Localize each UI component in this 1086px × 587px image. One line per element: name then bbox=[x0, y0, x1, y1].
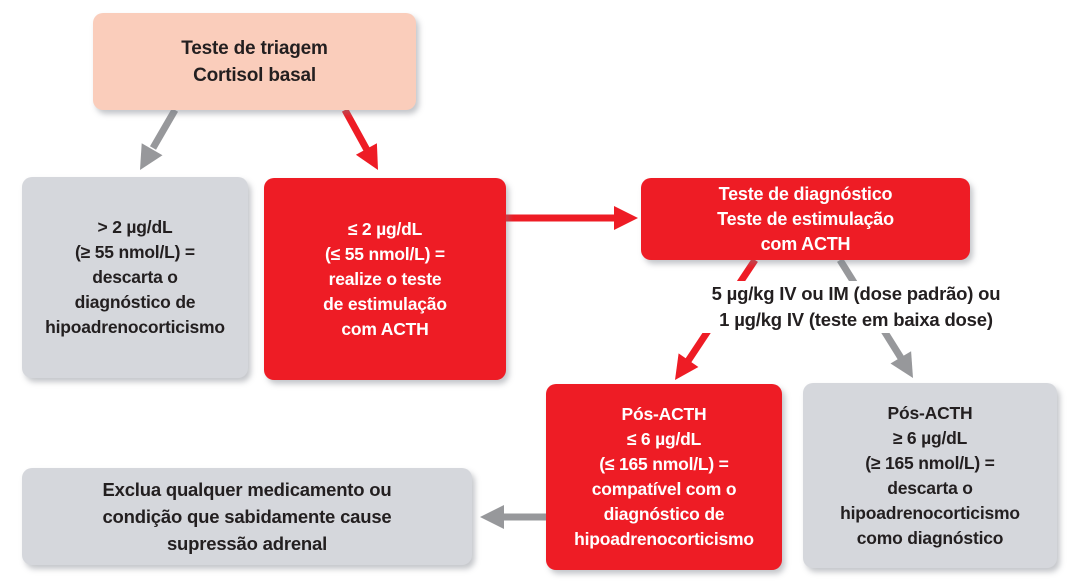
text-line: Pós-ACTH bbox=[887, 402, 973, 423]
text-line: hipoadrenocorticismo bbox=[45, 317, 225, 337]
text-line: 1 µg/kg IV (teste em baixa dose) bbox=[719, 309, 993, 330]
text-line: (≥ 55 nmol/L) = bbox=[75, 242, 195, 262]
text-line: com ACTH bbox=[760, 233, 851, 254]
text-line: Teste de estimulação bbox=[717, 208, 894, 229]
text-line: 5 µg/kg IV ou IM (dose padrão) ou bbox=[711, 283, 1001, 304]
text-line: como diagnóstico bbox=[856, 527, 1004, 548]
dose-note: 5 µg/kg IV ou IM (dose padrão) ou 1 µg/kg… bbox=[640, 281, 1072, 333]
text-line: diagnóstico de bbox=[74, 292, 196, 312]
text-line: realize o teste bbox=[328, 268, 442, 289]
arrow-screening-to-rule-out bbox=[140, 108, 179, 170]
text-line: (≤ 55 nmol/L) = bbox=[325, 243, 445, 264]
text-line: ≤ 6 µg/dL bbox=[626, 429, 702, 449]
text-line: Teste de triagem bbox=[181, 37, 328, 59]
text-line: Pós-ACTH bbox=[621, 404, 707, 424]
text-line: diagnóstico de bbox=[603, 504, 725, 524]
text-line: > 2 µg/dL bbox=[97, 217, 173, 237]
text-line: compatível com o bbox=[591, 479, 737, 499]
node-post-acth-high: Pós-ACTH ≥ 6 µg/dL (≥ 165 nmol/L) = descart… bbox=[803, 383, 1057, 568]
text-line: Cortisol basal bbox=[193, 64, 316, 86]
node-exclude-medication: Exclua qualquer medicamento ou condição q… bbox=[22, 468, 472, 565]
text-line: de estimulação bbox=[323, 293, 447, 314]
text-line: descarta o bbox=[887, 477, 973, 498]
node-rule-out-basal: > 2 µg/dL (≥ 55 nmol/L) = descarta o diagnó… bbox=[22, 177, 248, 378]
arrow-stimulation-to-diagnostic bbox=[506, 206, 638, 230]
text-line: ≤ 2 µg/dL bbox=[347, 218, 423, 239]
text-line: hipoadrenocorticismo bbox=[574, 529, 754, 549]
text-line: condição que sabidamente cause bbox=[102, 506, 392, 527]
text-line: com ACTH bbox=[341, 318, 429, 339]
node-post-acth-low: Pós-ACTH ≤ 6 µg/dL (≤ 165 nmol/L) = compatí… bbox=[546, 384, 782, 570]
text-line: Teste de diagnóstico bbox=[718, 183, 893, 204]
text-line: descarta o bbox=[92, 267, 178, 287]
text-line: (≤ 165 nmol/L) = bbox=[599, 454, 729, 474]
text-line: supressão adrenal bbox=[166, 533, 328, 554]
arrow-screening-to-stimulation bbox=[341, 108, 378, 170]
text-line: hipoadrenocorticismo bbox=[840, 502, 1020, 523]
arrow-post-acth-low-to-exclude bbox=[480, 505, 546, 529]
text-line: (≥ 165 nmol/L) = bbox=[865, 452, 995, 473]
text-line: ≥ 6 µg/dL bbox=[892, 427, 968, 448]
node-stimulation-needed: ≤ 2 µg/dL (≤ 55 nmol/L) = realize o teste d… bbox=[264, 178, 506, 380]
text-line: Exclua qualquer medicamento ou bbox=[102, 479, 392, 500]
